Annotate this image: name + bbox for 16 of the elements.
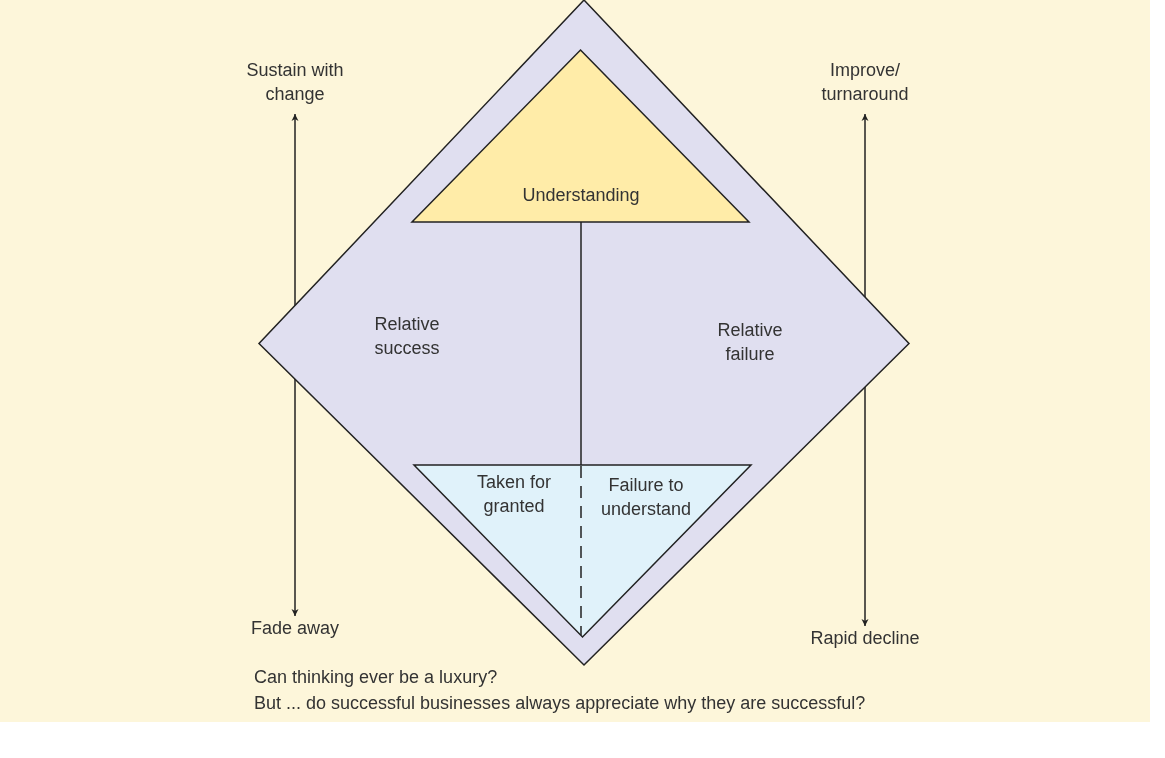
triangle-label: Taken for granted (475, 471, 552, 518)
outcome-label: Rapid decline (809, 627, 921, 650)
inverted-triangle-shape (414, 465, 751, 637)
region-label: Relative success (373, 313, 441, 360)
outcome-label: Fade away (249, 617, 341, 640)
note-text: Can thinking ever be a luxury? (254, 666, 498, 689)
arrow (291, 113, 299, 617)
triangle-label: Failure to understand (599, 474, 693, 521)
triangle-shape (412, 50, 749, 222)
connector-line (580, 221, 582, 466)
outcome-label: Improve/ turnaround (820, 59, 910, 106)
note-text: But ... do successful businesses always appreciate why they are successful? (254, 692, 866, 715)
triangle-label: Understanding (521, 184, 641, 207)
region-label: Relative failure (716, 319, 784, 366)
arrow (861, 113, 869, 627)
outcome-label: Sustain with change (245, 59, 345, 106)
